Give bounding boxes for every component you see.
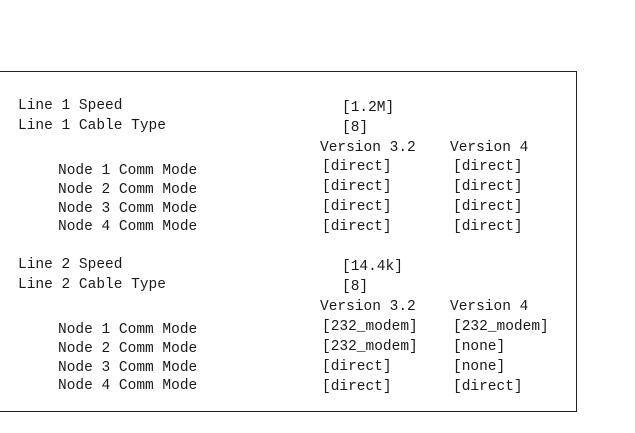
line2-version32-header: Version 3.2 [320,299,416,315]
line2-version4-header: Version 4 [450,299,529,315]
line1-node3-label: Node 3 Comm Mode [58,201,198,217]
line1-node3-v4[interactable]: [direct] [453,199,523,215]
line1-cable-label: Line 1 Cable Type [18,118,166,134]
line-config-panel: Line 1 Speed [1.2M] Line 1 Cable Type [8… [0,71,577,412]
line1-node4-v4[interactable]: [direct] [453,219,523,235]
line1-version4-header: Version 4 [450,140,529,156]
line2-node3-v4[interactable]: [none] [453,359,506,375]
line2-speed-label: Line 2 Speed [18,257,123,273]
line2-node1-v32[interactable]: [232_modem] [322,319,418,335]
line1-node2-label: Node 2 Comm Mode [58,182,198,198]
line2-cable-label: Line 2 Cable Type [18,277,166,293]
line1-speed-label: Line 1 Speed [18,98,123,114]
line2-node3-v32[interactable]: [direct] [322,359,392,375]
line1-node1-label: Node 1 Comm Mode [58,163,198,179]
line1-node3-v32[interactable]: [direct] [322,199,392,215]
line2-node4-v32[interactable]: [direct] [322,379,392,395]
line2-node1-label: Node 1 Comm Mode [58,322,198,338]
line2-cable-value[interactable]: [8] [342,279,369,295]
line2-node2-v32[interactable]: [232_modem] [322,339,418,355]
line2-node2-v4[interactable]: [none] [453,339,506,355]
line1-speed-value[interactable]: [1.2M] [342,100,395,116]
line2-speed-value[interactable]: [14.4k] [342,259,403,275]
line1-node4-v32[interactable]: [direct] [322,219,392,235]
line1-node2-v4[interactable]: [direct] [453,179,523,195]
line2-node4-v4[interactable]: [direct] [453,379,523,395]
line2-node4-label: Node 4 Comm Mode [58,378,198,394]
line1-cable-value[interactable]: [8] [342,120,369,136]
line1-node1-v32[interactable]: [direct] [322,159,392,175]
line1-node2-v32[interactable]: [direct] [322,179,392,195]
line2-node1-v4[interactable]: [232_modem] [453,319,549,335]
line2-node3-label: Node 3 Comm Mode [58,360,198,376]
line1-node4-label: Node 4 Comm Mode [58,219,198,235]
line1-node1-v4[interactable]: [direct] [453,159,523,175]
line1-version32-header: Version 3.2 [320,140,416,156]
line2-node2-label: Node 2 Comm Mode [58,341,198,357]
